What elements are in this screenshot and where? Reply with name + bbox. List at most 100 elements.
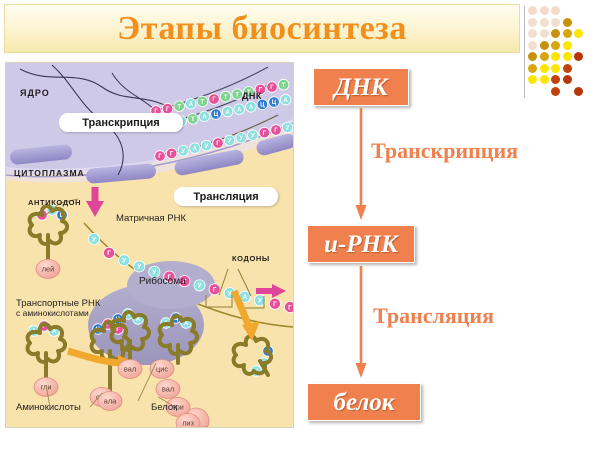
mrna-bead [208, 283, 221, 296]
decor-dot [551, 52, 560, 61]
anticodon-bead-letter: А [136, 317, 141, 323]
dna-lower-bead [210, 108, 222, 120]
dna-upper-bead-letter: Т [282, 82, 286, 89]
mrna-bead [284, 301, 293, 313]
rna-nucleus-bead [200, 139, 213, 152]
flow-arrow-translation [355, 266, 367, 378]
rna-nucleus-bead [177, 145, 189, 157]
rna-nucleus-bead [281, 121, 293, 134]
dna-upper-bead-letter: Г [259, 87, 263, 94]
decor-dot [551, 29, 560, 38]
rna-nucleus-bead [212, 137, 224, 149]
anticodon-bead-letter: Г [106, 322, 110, 328]
dna-lower-bead [221, 105, 234, 118]
dot-grid-decoration [528, 6, 590, 96]
decor-dot [528, 75, 537, 84]
decor-dot [539, 29, 549, 38]
mrna-bead-letter: У [228, 290, 233, 297]
mrna-bead-letter: Г [183, 278, 187, 285]
decor-dot [562, 63, 572, 73]
codon-direction-arrow [256, 284, 286, 298]
rna-nucleus-bead [154, 150, 166, 162]
dna-upper-bead [185, 98, 197, 110]
mrna-bead-letter: У [92, 236, 97, 243]
decor-dot [539, 63, 549, 73]
amino-acid-label: вал [124, 365, 136, 374]
rna-nucleus-bead-letter: У [181, 148, 185, 155]
page-title: Этапы биосинтеза [117, 9, 407, 47]
dna-lower-bead-letter: А [225, 109, 230, 116]
mrna-bead-letter: Г [107, 250, 111, 257]
rna-nucleus-bead-letter: У [286, 125, 290, 132]
dna-lower-bead-letter: А [202, 114, 207, 121]
rna-nucleus-bead [223, 134, 236, 147]
rna-nucleus-bead [189, 142, 201, 154]
decor-dot [528, 17, 537, 27]
mrna-bead [133, 260, 146, 273]
dna-upper-bead [208, 93, 220, 105]
flow-arrow-transcription [355, 108, 367, 220]
anticodon-bead-letter: А [184, 321, 189, 327]
dna-lower-bead [268, 96, 280, 108]
anticodon-bead-letter: Г [116, 327, 120, 333]
decor-dot [562, 75, 572, 84]
amino-acid-circle [35, 259, 61, 279]
rna-nucleus-bead-letter: Г [216, 140, 220, 147]
rna-nucleus-bead [235, 132, 247, 144]
decor-dot [539, 40, 549, 50]
callout-protein: Белок [151, 402, 178, 413]
mrna-bead [268, 297, 281, 310]
mrna-export-arrow [86, 187, 104, 217]
flow-node-dna[interactable]: ДНК [313, 68, 409, 106]
mrna-bead [178, 275, 191, 288]
callout-transport-rna-line2: с аминокислотами [16, 307, 89, 318]
dna-lower-bead [256, 98, 269, 111]
rna-nucleus-bead-letter: Г [170, 151, 174, 158]
decor-divider-rule [524, 6, 525, 98]
decor-dot [551, 17, 560, 27]
rna-nucleus-bead-letter: Г [274, 127, 278, 134]
amino-acid-circle [155, 379, 181, 399]
dna-upper-bead-letter: Г [154, 108, 158, 115]
amino-acid-label: лей [42, 265, 55, 274]
decor-dot [539, 52, 549, 61]
anticodon-bead-letter: А [52, 329, 57, 335]
mrna-bead-letter: У [198, 283, 203, 290]
mrna-bead [253, 294, 266, 307]
flow-node-mrna[interactable]: и-РНК [307, 225, 415, 263]
amino-acid-circle [97, 391, 123, 411]
dna-lower-bead-letter: Ц [272, 99, 277, 106]
callout-codons: КОДОНЫ [232, 254, 270, 263]
decor-dot [551, 75, 560, 84]
mrna-bead [88, 232, 101, 245]
decor-dot [539, 6, 549, 15]
dna-upper-bead [173, 100, 185, 112]
rna-nucleus-bead [247, 129, 259, 141]
callout-ribosome: Рибосома [139, 276, 186, 287]
rna-nucleus-bead [165, 147, 178, 160]
decor-dot [562, 40, 572, 50]
callout-anticodon: АНТИКОДОН [28, 198, 82, 207]
flow-step-transcription: Транскрипция [371, 138, 519, 163]
rna-nucleus-bead-letter: У [205, 143, 209, 150]
amino-acid-label: три [172, 403, 184, 412]
mrna-bead [148, 265, 161, 278]
leader-lines [45, 198, 173, 408]
mrna-bead-letter: У [122, 258, 127, 265]
mrna-bead [163, 270, 176, 283]
mrna-bead [118, 254, 131, 267]
dna-lower-bead [245, 101, 257, 113]
decor-dot [528, 29, 537, 38]
mrna-bead-letter: У [258, 298, 263, 305]
dna-upper-bead [277, 78, 290, 91]
dna-upper-bead-letter: Г [166, 106, 170, 113]
dna-lower-bead-letter: А [283, 97, 288, 104]
mrna-bead-letter: Г [288, 304, 292, 311]
flow-node-protein[interactable]: белок [307, 383, 421, 421]
decor-dot [551, 86, 560, 96]
rna-nucleus-bead-letter: Г [263, 130, 267, 137]
rna-nucleus-bead-letter: У [228, 138, 232, 145]
dna-lower-bead-letter: А [249, 104, 254, 111]
